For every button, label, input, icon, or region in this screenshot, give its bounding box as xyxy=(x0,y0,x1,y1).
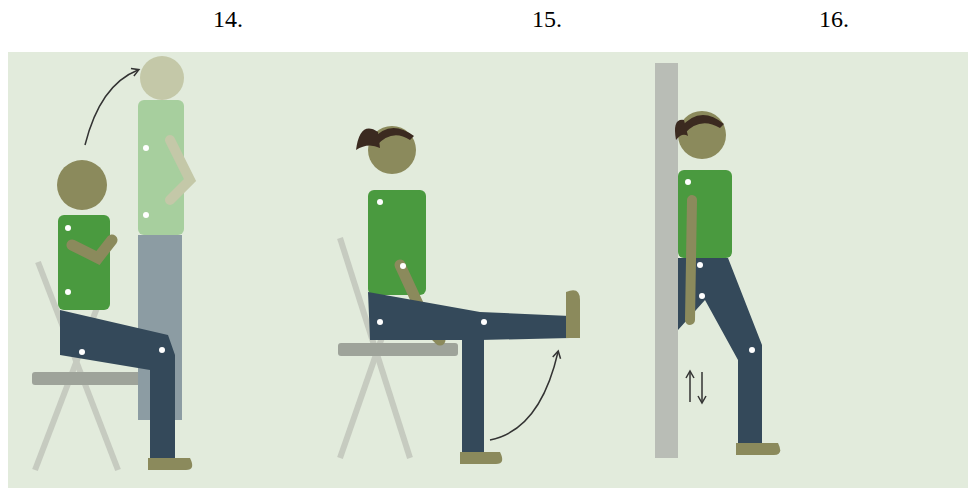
torso xyxy=(58,215,110,310)
chair-seat xyxy=(32,372,150,385)
figure-number: 16. xyxy=(819,6,849,33)
foot xyxy=(566,290,580,338)
joint-dot xyxy=(400,263,406,269)
hair xyxy=(680,115,724,134)
foot xyxy=(736,443,780,455)
motion-arrow xyxy=(85,70,138,145)
torso xyxy=(678,170,732,258)
sit-to-stand-figure xyxy=(32,56,192,470)
joint-dot xyxy=(685,179,691,185)
leg-extension-figure xyxy=(338,126,580,464)
figure-number: 15. xyxy=(532,6,562,33)
arm xyxy=(170,140,190,200)
joint-dot xyxy=(697,262,703,268)
motion-arrow xyxy=(490,352,558,440)
joint-dot xyxy=(377,199,383,205)
head xyxy=(678,111,726,159)
joint-dot xyxy=(481,319,487,325)
arm xyxy=(690,200,692,320)
foot xyxy=(460,452,502,464)
arm xyxy=(72,240,112,258)
figure-number: 14. xyxy=(213,6,243,33)
joint-dot xyxy=(65,289,71,295)
joint-dot xyxy=(143,145,149,151)
head xyxy=(140,56,184,100)
joint-dot xyxy=(749,347,755,353)
background-panel xyxy=(8,52,968,488)
joint-dot xyxy=(65,225,71,231)
hair xyxy=(372,128,414,146)
head xyxy=(57,160,107,210)
joint-dot xyxy=(377,319,383,325)
lower-leg xyxy=(462,330,484,455)
torso xyxy=(138,100,184,235)
legs xyxy=(60,310,175,460)
up-arrow xyxy=(689,372,691,402)
joint-dot xyxy=(159,347,165,353)
joint-dot xyxy=(143,212,149,218)
wall-squat-figure xyxy=(655,63,780,458)
torso xyxy=(368,190,426,295)
down-arrow xyxy=(701,372,703,402)
foot xyxy=(148,458,192,470)
joint-dot xyxy=(699,293,705,299)
joint-dot xyxy=(79,349,85,355)
wall xyxy=(655,63,678,458)
